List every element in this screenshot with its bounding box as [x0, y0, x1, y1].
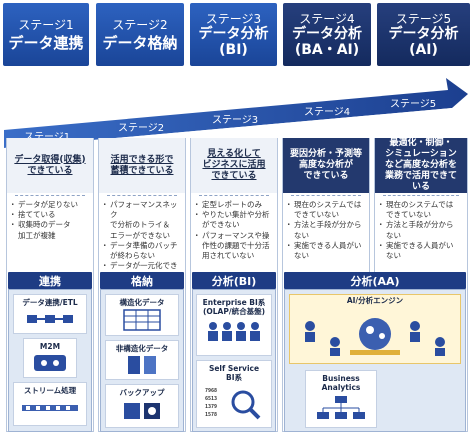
issue-item: データ準備のバッチ が終わらない — [101, 241, 183, 261]
tile-m2m: M2M — [23, 338, 77, 378]
stage-label: ステージ1 — [18, 17, 74, 32]
stage-header-1: ステージ1 データ連携 — [3, 3, 89, 66]
panel-bunseki-bi: Enterprise BI系 (OLAP/統合基盤) Self Service … — [192, 289, 276, 432]
issue-item: 実施できる人員がい ない — [285, 241, 367, 261]
stage-label: ステージ3 — [205, 11, 262, 26]
issue-item: 現在のシステムでは できていない — [285, 200, 367, 220]
stream-icon — [22, 405, 78, 411]
column-heading: 要因分析・予測等 高度な分析が できている — [283, 138, 369, 193]
stage-label: ステージ5 — [395, 11, 452, 26]
stage-name: データ分析 — [292, 25, 362, 42]
tile-etl: データ連携/ETL — [13, 294, 87, 334]
tile-unstructured: 非構造化データ — [105, 340, 179, 380]
issue-list: データが足りない 捨てている 収集時のデータ 加工が複雑 — [9, 200, 91, 241]
panel-renkei: データ連携/ETL M2M ストリーム処理 — [8, 289, 92, 432]
issue-item: 捨てている — [9, 210, 91, 220]
svg-text:7968: 7968 — [205, 388, 217, 394]
issue-item: データが足りない — [9, 200, 91, 210]
stage-label: ステージ4 — [299, 11, 355, 26]
stage-name: データ分析 — [388, 25, 459, 42]
column-heading: 見える化して ビジネスに活用 できている — [191, 138, 277, 193]
stage-header-2: ステージ2 データ格納 — [96, 3, 184, 66]
stage-header-4: ステージ4 データ分析 (BA・AI) — [283, 3, 371, 66]
tile-ai-engine: AI/分析エンジン — [346, 296, 404, 305]
ai-brain-icon — [305, 318, 445, 356]
column-heading: 活用できる形で 蓄積できている — [99, 138, 185, 193]
stage-name: データ分析 — [198, 25, 269, 42]
stage-sub: (BI) — [219, 41, 248, 58]
issue-item: パフォーマンスネック で分析のトライ＆ エラーができない — [101, 200, 183, 241]
stage-name: データ連携 — [8, 33, 84, 52]
issue-item: 収集時のデータ 加工が複雑 — [9, 220, 91, 240]
issue-item: やりたい集計や分析 ができない — [193, 210, 275, 230]
stage-sub: (BA・AI) — [294, 41, 360, 58]
arrow-stage-label-2: ステージ2 — [118, 123, 165, 134]
document-icon — [128, 356, 156, 374]
category-bunseki-aa: 分析(AA) — [284, 272, 466, 289]
etl-flow-icon — [27, 315, 73, 323]
tile-structured: 構造化データ — [105, 294, 179, 336]
arrow-stage-label-1: ステージ1 — [24, 128, 70, 143]
column-heading: 最適化・制御・ シミュレーション など高度な分析を 業務で活用できて いる — [375, 138, 467, 193]
issue-item: 現在のシステムでは できていない — [377, 200, 465, 220]
issue-item: 方法と手段が分から ない — [377, 220, 465, 240]
issue-item: 実施できる人員がい ない — [377, 241, 465, 261]
panel-bunseki-aa: AI/分析エンジン Business Analytics — [284, 289, 466, 432]
stage-sub: (AI) — [409, 41, 438, 58]
issue-list: 定型レポートのみ やりたい集計や分析 ができない パフォーマンスや操 作性の課題… — [193, 200, 275, 262]
hierarchy-icon — [317, 396, 365, 419]
tile-enterprise-bi: Enterprise BI系 (OLAP/統合基盤) — [196, 294, 272, 356]
issue-item: パフォーマンスや操 作性の課題で十分活 用されていない — [193, 231, 275, 262]
issue-item: 方法と手段が分から ない — [285, 220, 367, 240]
stage-label: ステージ2 — [112, 17, 168, 32]
svg-text:1578: 1578 — [205, 412, 217, 418]
m2m-icon — [34, 355, 66, 371]
issue-list: 現在のシステムでは できていない 方法と手段が分から ない 実施できる人員がい … — [285, 200, 367, 261]
arrow-stage-label-4: ステージ4 — [304, 107, 351, 118]
arrow-stage-label-5: ステージ5 — [390, 99, 437, 110]
panel-kakuno: 構造化データ 非構造化データ バックアップ — [100, 289, 184, 432]
stage-header-3: ステージ3 データ分析 (BI) — [190, 3, 277, 66]
issue-list: パフォーマンスネック で分析のトライ＆ エラーができない データ準備のバッチ が… — [101, 200, 183, 282]
category-renkei: 連携 — [8, 272, 92, 289]
table-icon — [123, 309, 161, 331]
backup-icon — [124, 403, 160, 419]
svg-text:1379: 1379 — [205, 404, 217, 410]
users-icon — [208, 322, 260, 341]
stage-header-5: ステージ5 データ分析 (AI) — [377, 3, 470, 66]
issue-item: 定型レポートのみ — [193, 200, 275, 210]
svg-text:6513: 6513 — [205, 396, 217, 402]
issue-list: 現在のシステムでは できていない 方法と手段が分から ない 実施できる人員がい … — [377, 200, 465, 261]
category-bunseki-bi: 分析(BI) — [192, 272, 276, 289]
tile-business-analytics: Business Analytics — [305, 370, 377, 428]
stage-name: データ格納 — [102, 33, 178, 52]
tile-stream: ストリーム処理 — [13, 382, 87, 426]
tile-backup: バックアップ — [105, 384, 179, 428]
analysis-icon: 7968 6513 1379 1578 — [205, 388, 261, 420]
arrow-stage-label-3: ステージ3 — [212, 115, 259, 126]
column-heading: データ取得(収集) できている — [7, 138, 93, 193]
category-kakuno: 格納 — [100, 272, 184, 289]
